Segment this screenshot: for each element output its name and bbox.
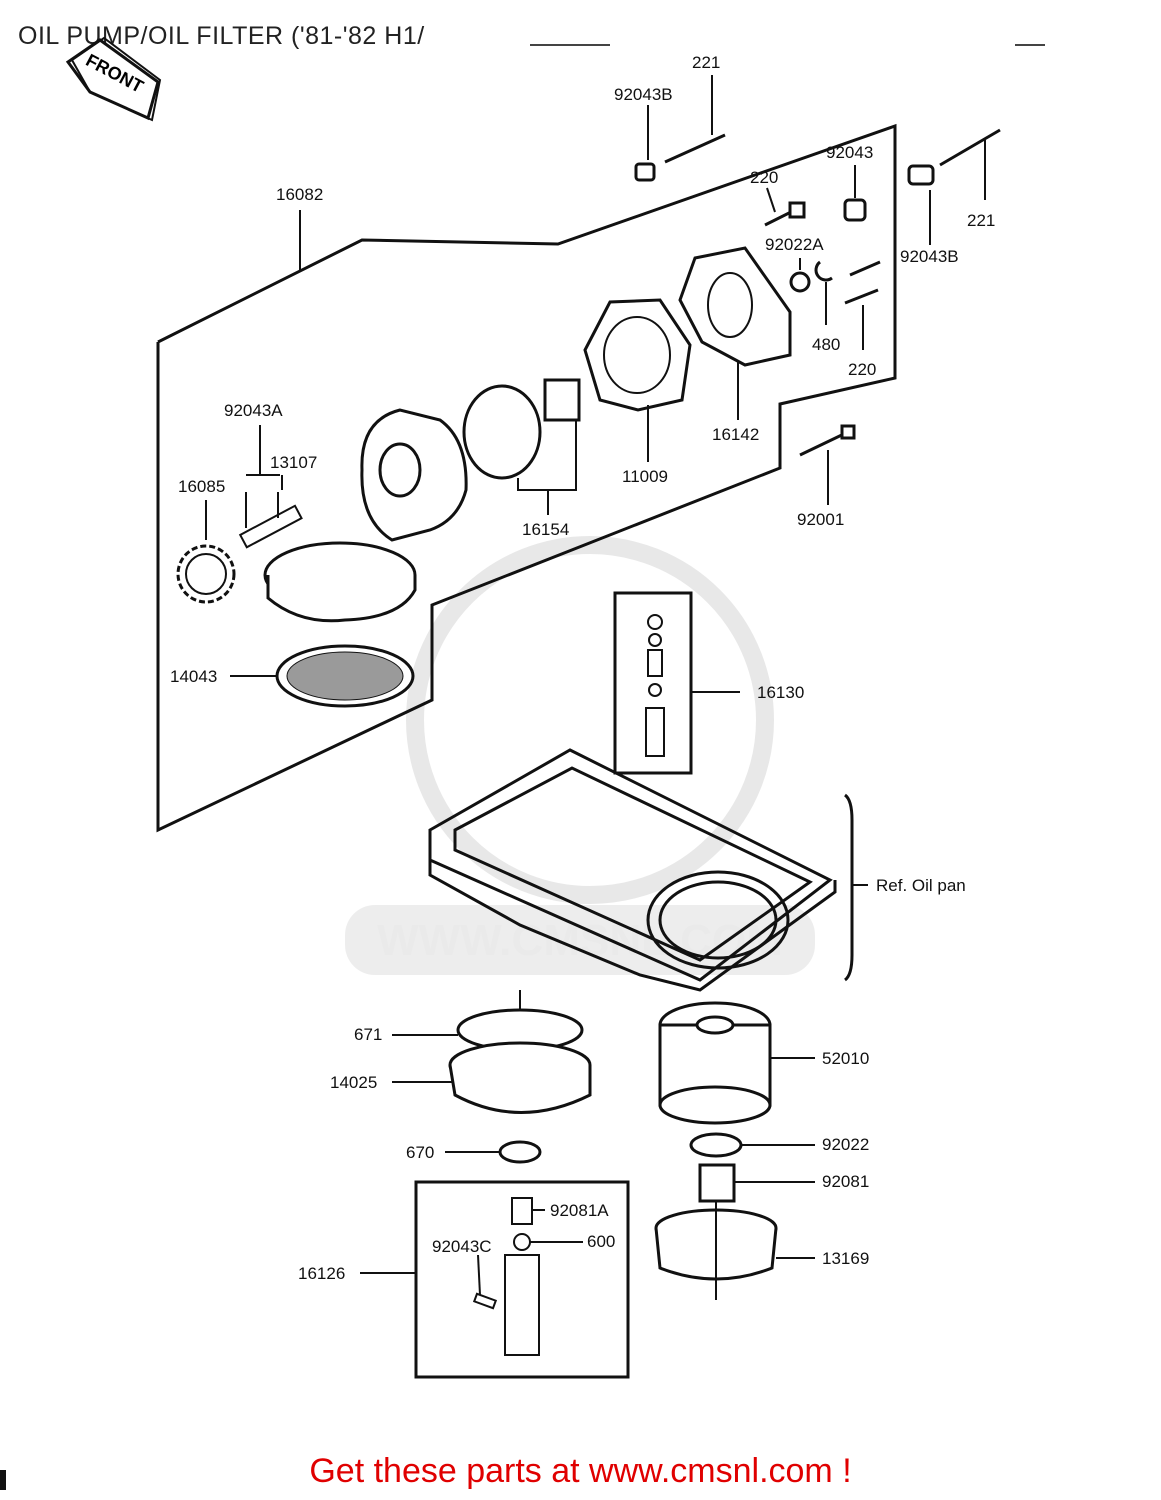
- oil-strainer: [275, 644, 415, 708]
- label-92043b-right: 92043B: [900, 247, 959, 266]
- label-92081a: 92081A: [550, 1201, 609, 1220]
- pump-shaft: [238, 504, 303, 549]
- ref-oil-pan-bracket: [844, 793, 854, 982]
- label-16142: 16142: [712, 425, 759, 444]
- label-670: 670: [406, 1143, 434, 1162]
- label-ref-oil-pan: Ref. Oil pan: [876, 876, 966, 895]
- sprocket-gear: [176, 544, 236, 604]
- bypass-valve-box: [414, 1180, 630, 1379]
- label-92043b-top: 92043B: [614, 85, 673, 104]
- label-13107: 13107: [270, 453, 317, 472]
- label-92001: 92001: [797, 510, 844, 529]
- footer-promo-text: Get these parts at www.cmsnl.com !: [309, 1452, 852, 1490]
- front-arrow-icon: FRONT: [65, 36, 162, 122]
- label-221-right: 221: [967, 211, 995, 230]
- label-16085: 16085: [178, 477, 225, 496]
- pump-cover: [678, 246, 792, 367]
- page-title: OIL PUMP/OIL FILTER ('81-'82 H1/: [18, 22, 425, 50]
- bolt-92001: [799, 424, 856, 457]
- spring-92081: [698, 1163, 736, 1203]
- label-11009: 11009: [622, 467, 668, 486]
- label-220-right: 220: [848, 360, 876, 379]
- pump-assembly-outline: [156, 123, 897, 833]
- label-14043: 14043: [170, 667, 217, 686]
- bolt-220-top: [764, 201, 806, 227]
- bolt-221-right: [907, 128, 1001, 186]
- relief-valve-box: [613, 591, 693, 775]
- part-labels: 221 92043B 92043 220 221 92043B 16082 92…: [170, 53, 995, 1283]
- label-16130: 16130: [757, 683, 804, 702]
- collar-92043: [843, 198, 867, 222]
- label-600: 600: [587, 1232, 615, 1251]
- label-52010: 52010: [822, 1049, 869, 1068]
- bolt-220-right: [844, 260, 881, 305]
- oring-92022A: [789, 271, 811, 293]
- label-16082: 16082: [276, 185, 323, 204]
- label-16154: 16154: [522, 520, 569, 539]
- label-671: 671: [354, 1025, 382, 1044]
- relief-valve-parts: [645, 614, 665, 757]
- pump-rotor: [462, 378, 581, 491]
- label-16126: 16126: [298, 1264, 345, 1283]
- label-480: 480: [812, 335, 840, 354]
- label-92081: 92081: [822, 1172, 869, 1191]
- label-92043: 92043: [826, 143, 873, 162]
- oil-filter-52010: [658, 1001, 772, 1125]
- label-13169: 13169: [822, 1249, 869, 1268]
- label-221-top: 221: [692, 53, 720, 72]
- label-92043a: 92043A: [224, 401, 283, 420]
- pump-gasket: [583, 298, 692, 412]
- oil-pump-body: [263, 408, 468, 623]
- circlip-480: [814, 260, 833, 282]
- label-14025: 14025: [330, 1073, 377, 1092]
- label-92043c: 92043C: [432, 1237, 492, 1256]
- washer-670: [498, 1140, 542, 1164]
- bolt-221-top: [634, 133, 726, 182]
- label-92022a: 92022A: [765, 235, 824, 254]
- filter-cover-14025: [448, 1041, 592, 1114]
- bypass-valve-parts: [472, 1197, 540, 1356]
- leader-lines: [205, 75, 986, 1300]
- watermark-logo: WWW.CMSNL.COM: [345, 536, 815, 975]
- label-220-top: 220: [750, 168, 778, 187]
- label-92022: 92022: [822, 1135, 869, 1154]
- oil-pan: [428, 748, 837, 992]
- washer-92022: [689, 1132, 743, 1158]
